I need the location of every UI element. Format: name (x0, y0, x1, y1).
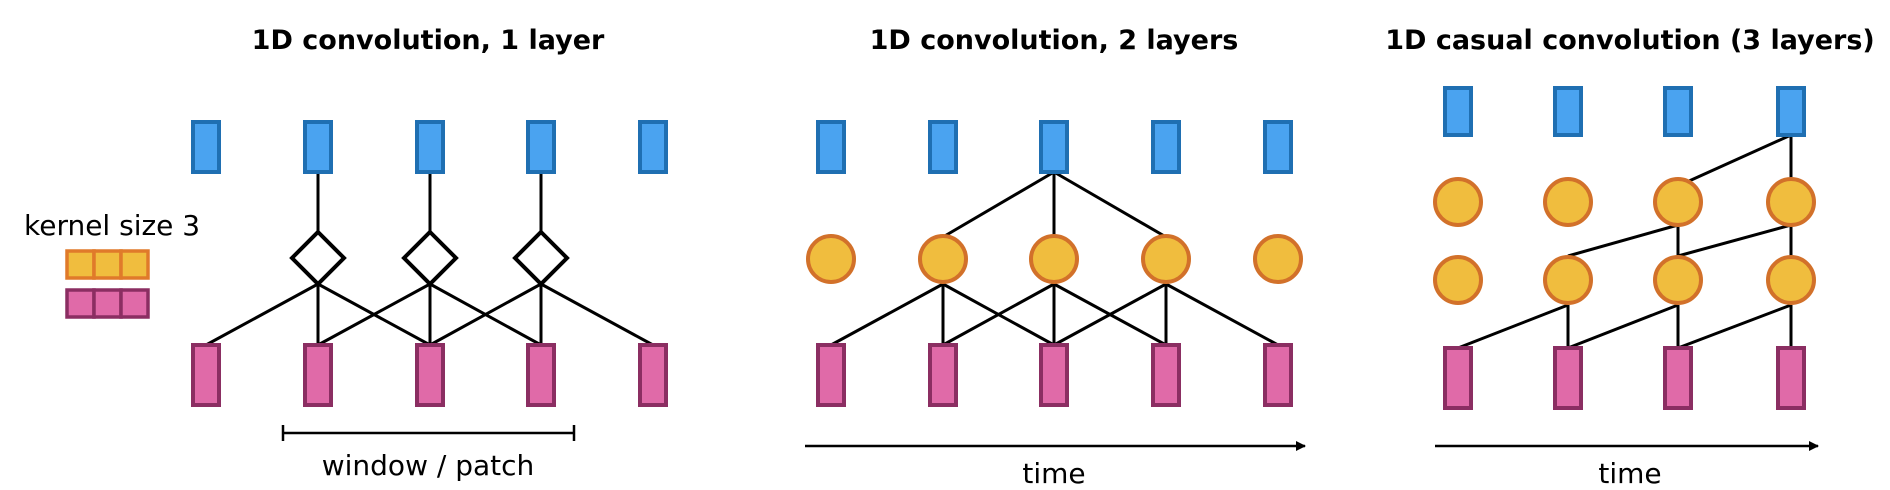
panel-3-hidden-layer-2 (1433, 177, 1816, 227)
panel-1-connections (205, 172, 654, 347)
output-node (1663, 86, 1693, 137)
hidden-node (1433, 255, 1483, 305)
panel-1: 1D convolution, 1 layer (24, 25, 668, 482)
output-node (816, 120, 846, 174)
hidden-node (1433, 177, 1483, 227)
panel-1-input-nodes (191, 343, 668, 407)
input-node (1663, 346, 1693, 410)
input-node (1553, 346, 1583, 410)
panel-2-output-nodes (816, 120, 1293, 174)
kernel-diamond (289, 229, 347, 287)
hidden-node (1766, 177, 1816, 227)
input-node (1776, 346, 1806, 410)
input-node (1263, 343, 1293, 407)
input-node (638, 343, 668, 407)
hidden-node (1766, 255, 1816, 305)
time-axis-label: time (1022, 457, 1085, 490)
panel-2-title: 1D convolution, 2 layers (870, 25, 1239, 56)
panel-3-input-nodes (1443, 346, 1806, 410)
kernel-cell (65, 249, 96, 280)
input-node (1443, 346, 1473, 410)
kernel-cell (65, 288, 96, 319)
kernel-cell (92, 249, 123, 280)
window-patch-label: window / patch (322, 449, 535, 482)
output-node (526, 120, 556, 174)
output-node (1151, 120, 1181, 174)
output-node (1263, 120, 1293, 174)
hidden-node (1029, 234, 1079, 284)
input-node (1151, 343, 1181, 407)
output-node (1553, 86, 1583, 137)
panel-2-hidden-nodes (806, 234, 1303, 284)
panel-1-output-nodes (191, 120, 668, 174)
output-node (415, 120, 445, 174)
input-node (415, 343, 445, 407)
kernel-diamond (401, 229, 459, 287)
hidden-node (1653, 255, 1703, 305)
input-node (526, 343, 556, 407)
panel-3-title: 1D casual convolution (3 layers) (1385, 25, 1875, 56)
output-node (638, 120, 668, 174)
output-node (1776, 86, 1806, 137)
time-axis-label: time (1598, 457, 1661, 490)
panel-2-input-nodes (816, 343, 1293, 407)
panel-3-hidden-layer-1 (1433, 255, 1816, 305)
panel-2-connections (830, 170, 1279, 347)
hidden-node (1543, 177, 1593, 227)
hidden-node (1653, 177, 1703, 227)
output-node (1039, 120, 1069, 174)
output-node (191, 120, 221, 174)
output-node (928, 120, 958, 174)
kernel-cell (119, 288, 150, 319)
window-bracket (281, 425, 576, 441)
panel-3-connections (1457, 133, 1793, 350)
panel-3-output-nodes (1443, 86, 1806, 137)
hidden-node (918, 234, 968, 284)
input-node (1039, 343, 1069, 407)
hidden-node (1141, 234, 1191, 284)
kernel-legend (65, 249, 150, 319)
input-node (191, 343, 221, 407)
kernel-cell (119, 249, 150, 280)
panel-1-title: 1D convolution, 1 layer (252, 25, 605, 56)
output-node (303, 120, 333, 174)
panel-2: 1D convolution, 2 layers (805, 25, 1306, 490)
hidden-node (1253, 234, 1303, 284)
panel-1-kernels (289, 229, 570, 287)
kernel-diamond (512, 229, 570, 287)
kernel-size-label: kernel size 3 (24, 209, 200, 242)
input-node (928, 343, 958, 407)
input-node (303, 343, 333, 407)
output-node (1443, 86, 1473, 137)
hidden-node (1543, 255, 1593, 305)
kernel-cell (92, 288, 123, 319)
panel-3: 1D casual convolution (3 layers) (1385, 25, 1875, 490)
hidden-node (806, 234, 856, 284)
input-node (816, 343, 846, 407)
